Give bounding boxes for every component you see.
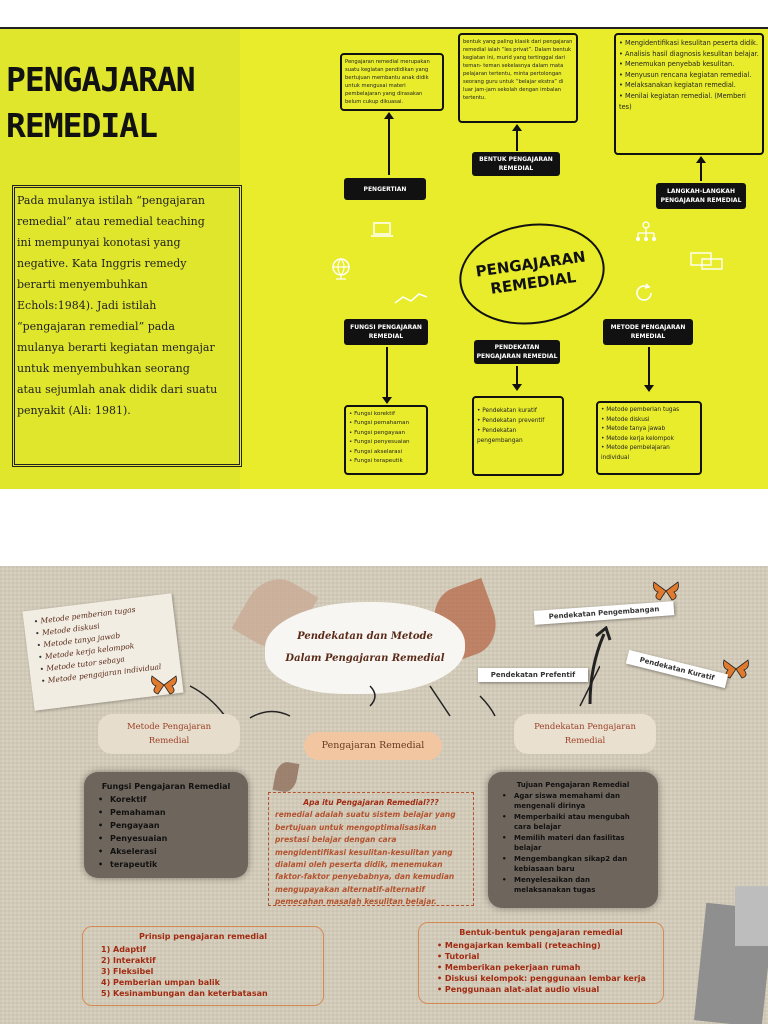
top-infographic: PENGAJARAN REMEDIAL Pada mulanya istilah…	[0, 27, 768, 489]
arrow-down	[644, 347, 654, 392]
arrow-up	[384, 112, 394, 175]
bottom-infographic: Metode pemberian tugas Metode diskusi Me…	[0, 566, 768, 1024]
left-panel	[0, 29, 240, 489]
bentuk-label: BENTUK PENGAJARAN REMEDIAL	[472, 152, 560, 176]
refresh-icon	[632, 281, 656, 309]
globe-icon	[330, 257, 352, 285]
chat-icon	[690, 251, 724, 277]
pendekatan-label: PENDEKATAN PENGAJARAN REMEDIAL	[474, 340, 560, 364]
tujuan-box: Tujuan Pengajaran Remedial Agar siswa me…	[488, 772, 658, 908]
newspaper-scrap	[735, 886, 768, 946]
apa-itu-box: Apa itu Pengajaran Remedial??? remedial …	[268, 792, 474, 906]
butterfly-icon	[151, 675, 177, 695]
pendekatan-pill: Pendekatan Pengajaran Remedial	[514, 714, 656, 754]
card-kuratif: Pendekatan Kuratif	[625, 649, 729, 689]
line-graph-icon	[394, 291, 428, 309]
langkah-list-box: Mengidentifikasi kesulitan peserta didik…	[614, 33, 764, 155]
pendekatan-list-box: Pendekatan kuratif Pendekatan preventif …	[472, 396, 564, 476]
arrow-up	[696, 156, 706, 181]
bentuk-text-box: bentuk yang paling klasik dari pengajara…	[458, 33, 578, 123]
laptop-icon	[370, 221, 394, 243]
pengertian-label: PENGERTIAN	[344, 178, 426, 200]
fungsi-list-box: Fungsi korektif Fungsi pemahaman Fungsi …	[344, 405, 428, 475]
metode-label: METODE PENGAJARAN REMEDIAL	[603, 319, 693, 345]
metode-pill: Metode Pengajaran Remedial	[98, 714, 240, 754]
card-prefentif: Pendekatan Prefentif	[478, 668, 588, 682]
langkah-label: LANGKAH-LANGKAH PENGAJARAN REMEDIAL	[656, 183, 746, 209]
card-pengembangan: Pendekatan Pengembangan	[533, 601, 675, 625]
prinsip-box: Prinsip pengajaran remedial 1) Adaptif 2…	[82, 926, 324, 1006]
curved-arrow-up	[588, 626, 612, 705]
arrow-up	[512, 124, 522, 151]
butterfly-icon	[653, 581, 679, 601]
main-title: PENGAJARAN REMEDIAL	[6, 60, 196, 145]
intro-text-box: Pada mulanya istilah “pengajaran remedia…	[12, 185, 242, 467]
arrow-down	[512, 366, 522, 391]
metode-list-box: Metode pemberian tugas Metode diskusi Me…	[596, 401, 702, 475]
pengertian-text-box: Pengajaran remedial merupakan suatu kegi…	[340, 53, 444, 111]
leaf-decoration	[272, 760, 300, 794]
bentuk-box: Bentuk-bentuk pengajaran remedial • Meng…	[418, 922, 664, 1004]
hierarchy-icon	[634, 221, 658, 247]
fungsi-label: FUNGSI PENGAJARAN REMEDIAL	[344, 319, 428, 345]
fungsi-box: Fungsi Pengajaran Remedial Korektif Pema…	[84, 772, 248, 878]
title-cloud: Pendekatan dan Metode Dalam Pengajaran R…	[265, 602, 465, 694]
center-pill: Pengajaran Remedial	[304, 732, 442, 760]
arrow-down	[382, 347, 392, 404]
